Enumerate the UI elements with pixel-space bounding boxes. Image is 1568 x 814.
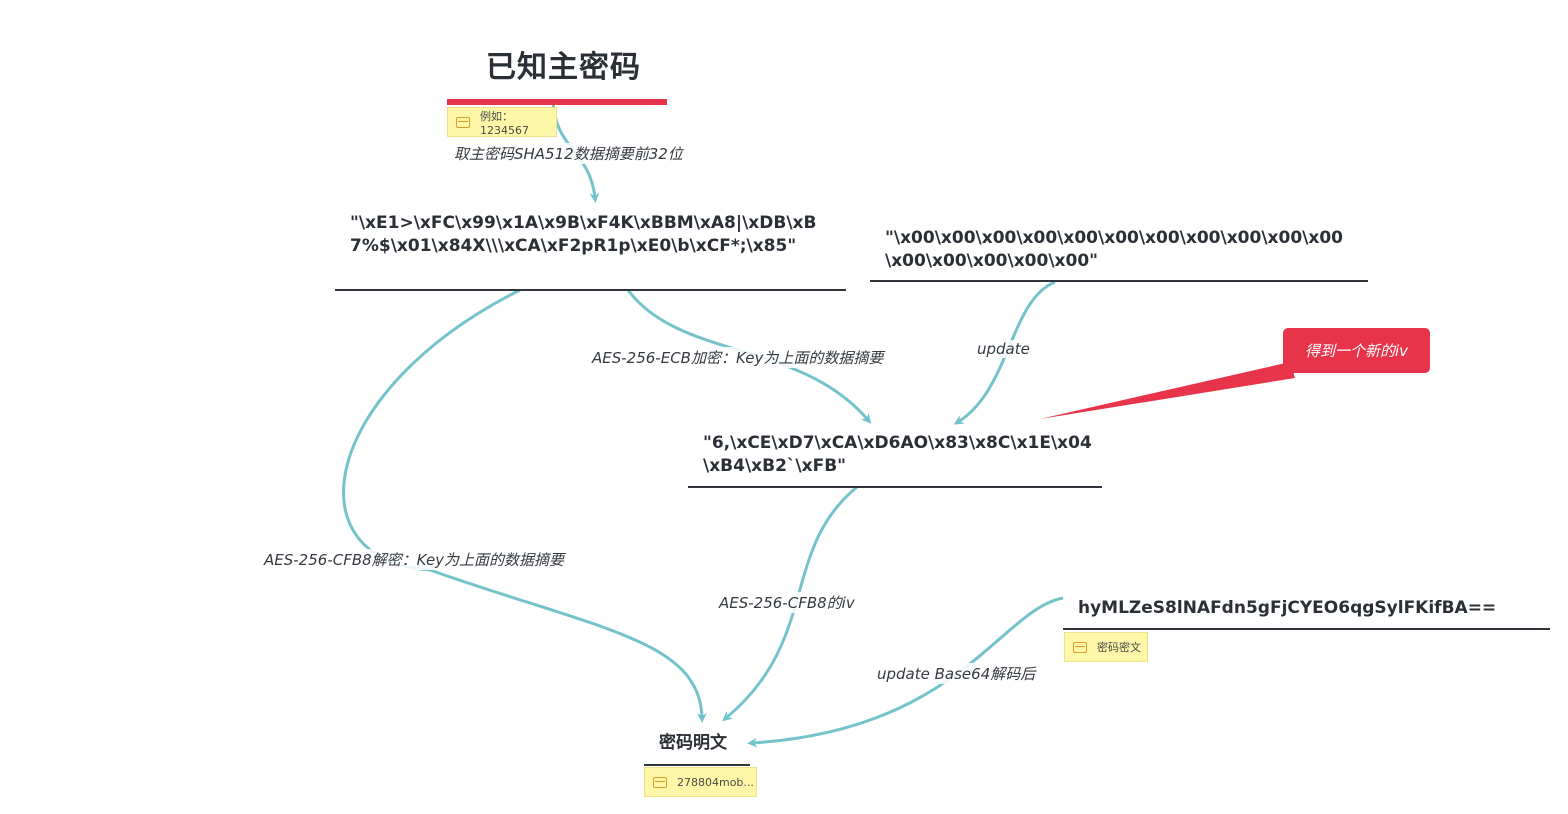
- note-icon: [456, 116, 470, 128]
- edge-label-sha512: 取主密码SHA512数据摘要前32位: [454, 143, 683, 164]
- edge-label-ecb-encrypt: AES-256-ECB加密：Key为上面的数据摘要: [592, 347, 884, 368]
- edge-label-cfb8-iv: AES-256-CFB8的iv: [719, 592, 855, 613]
- edge-label-update: update: [977, 340, 1030, 358]
- ciphertext-note[interactable]: 密码密文: [1064, 632, 1148, 662]
- root-title[interactable]: 已知主密码: [486, 50, 641, 85]
- root-title-bar: [447, 99, 667, 105]
- node-plaintext[interactable]: 密码明文: [659, 733, 727, 753]
- node-zero-block[interactable]: "\x00\x00\x00\x00\x00\x00\x00\x00\x00\x0…: [885, 228, 1344, 271]
- callout-new-iv[interactable]: 得到一个新的iv: [1283, 328, 1430, 373]
- root-note[interactable]: 例如：1234567: [447, 107, 557, 137]
- note-icon: [1073, 641, 1087, 653]
- edge-label-cfb8-decrypt: AES-256-CFB8解密：Key为上面的数据摘要: [264, 549, 565, 570]
- node-key-digest[interactable]: "\xE1>\xFC\x99\x1A\x9B\xF4K\xBBM\xA8|\xD…: [350, 213, 817, 256]
- node-ciphertext-underline: [1063, 628, 1550, 630]
- plaintext-note-text: 278804mob...: [677, 775, 754, 789]
- note-icon: [653, 776, 667, 788]
- node-key-digest-underline: [335, 289, 846, 291]
- node-iv-value-underline: [688, 486, 1102, 488]
- node-plaintext-underline: [644, 764, 750, 766]
- ciphertext-note-text: 密码密文: [1097, 641, 1141, 654]
- node-zero-block-underline: [870, 280, 1368, 282]
- root-note-text: 例如：1234567: [480, 109, 529, 137]
- plaintext-note[interactable]: 278804mob...: [644, 767, 757, 797]
- node-iv-value[interactable]: "6,\xCE\xD7\xCA\xD6AO\x83\x8C\x1E\x04\xB…: [703, 433, 1092, 476]
- node-ciphertext[interactable]: hyMLZeS8lNAFdn5gFjCYEO6qgSylFKifBA==: [1078, 598, 1497, 618]
- edge-label-base64-update: update Base64解码后: [877, 663, 1036, 684]
- callout-pointer: [1040, 362, 1295, 419]
